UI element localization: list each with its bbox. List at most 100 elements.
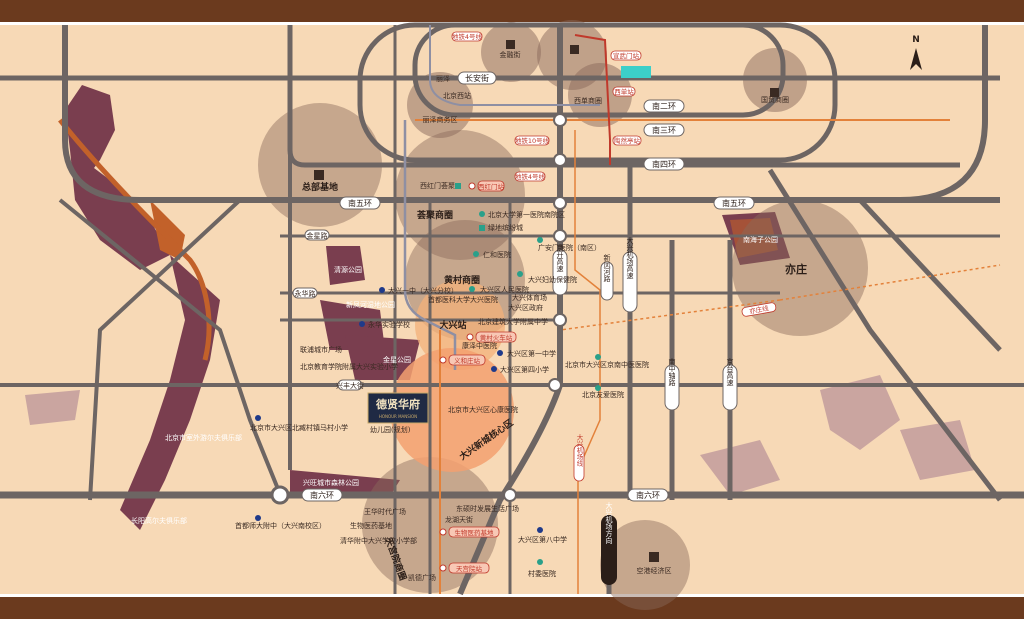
- metro-tag-line10: 地铁10号线: [514, 135, 550, 146]
- ring-r4-label: 南四环: [652, 159, 676, 169]
- zone-east-2: [820, 375, 900, 450]
- metro-xihongmen-label: 西红门站: [478, 182, 505, 191]
- metro-taoranting-label: 陶然亭站: [614, 136, 641, 145]
- project-name: 德贤华府: [375, 397, 420, 411]
- junction-2: [553, 153, 567, 167]
- metro-tag-line4-mid: 地铁4号线: [514, 171, 546, 182]
- road-tag-jingkai: 京开高速: [552, 243, 568, 296]
- poi-cunwei: 村委医院: [528, 569, 556, 578]
- poi-yongle: 永华实验学校: [368, 320, 410, 329]
- building-icon-zongbu: [314, 170, 324, 180]
- ring-r3-label: 南三环: [652, 125, 676, 135]
- circle-konggang: [600, 520, 690, 610]
- metro-shengwu-label: 生物医药基地: [455, 528, 495, 537]
- metro-station-yiheyuan: 义和庄站: [439, 354, 486, 366]
- metro-yiheyuan-label: 义和庄站: [454, 356, 481, 365]
- zone-west-1: [25, 390, 80, 425]
- road-daxing-jichang-label: 大兴机场高速: [626, 236, 634, 280]
- school-icon: [491, 366, 497, 372]
- top-frame-bar: [0, 0, 1024, 22]
- building-icon-jinrongjie: [506, 40, 515, 49]
- area-lizhe-label: 丽泽商务区: [423, 115, 458, 124]
- school-icon: [379, 287, 385, 293]
- poi-shengwu-yl: 生物医药基地: [350, 521, 392, 530]
- road-tag-jinxing: 金星路: [304, 229, 330, 241]
- metro-xuanwumen-label: 宣武门站: [613, 51, 640, 60]
- metro-line4-mid-label: 地铁4号线: [515, 172, 546, 181]
- road-tag-daxing-jichang: 大兴机场高速: [622, 236, 638, 313]
- ring-tag-r5-e: 南五环: [713, 196, 755, 210]
- metro-station-shengwu: 生物医药基地: [439, 526, 500, 538]
- hospital-icon: [537, 559, 543, 565]
- ring-r2-label: 南二环: [652, 101, 676, 111]
- metro-station-huangcun-huoche: 黄村火车站: [466, 331, 517, 343]
- poi-qinghua: 清华附中大兴学校小学部: [340, 536, 417, 545]
- metro-station-xuanwumen: 宣武门站: [610, 50, 642, 61]
- school-icon: [255, 515, 261, 521]
- ring-r6e-label: 南六环: [636, 490, 660, 500]
- road-tag-yongshi: 永华路: [292, 287, 318, 299]
- mall-icon: [479, 225, 485, 231]
- poi-wanghua: 王华时代广场: [364, 507, 406, 516]
- project-sub: HONOUR MANSION: [379, 414, 417, 419]
- poi-dx-8: 大兴区第八中学: [518, 535, 567, 544]
- road-yongshi-label: 永华路: [295, 289, 316, 298]
- poi-shoushi: 首都师大附中（大兴南校区）: [235, 521, 326, 530]
- road-east-diagonal-2: [858, 198, 1002, 352]
- junction-4: [553, 229, 567, 243]
- hospital-icon: [479, 211, 485, 217]
- ring-r6w-label: 南六环: [310, 490, 334, 500]
- junction-5: [553, 313, 567, 327]
- landmark-icon-tiananmen: [621, 66, 651, 78]
- ring-tag-r6-w: 南六环: [301, 488, 343, 502]
- project-marker[interactable]: 德贤华府 HONOUR MANSION: [367, 392, 429, 424]
- school-icon: [497, 350, 503, 356]
- poi-xihongmen-yizhi: 西红门荟聚: [420, 181, 455, 190]
- mall-icon: [455, 183, 461, 189]
- poi-yixiaohe: 大兴一中（大兴分校）: [388, 286, 458, 295]
- road-jingxing-label: 兴丰大街: [336, 381, 364, 390]
- poi-tiyu: 大兴体育场: [512, 293, 547, 302]
- park-nanhaizi-inner: [730, 218, 778, 258]
- metro-daxing-label: 大兴站: [439, 319, 466, 331]
- park-west-south: [120, 255, 220, 530]
- poi-changyang: 长阳高尔夫俱乐部: [131, 516, 187, 525]
- metro-tag-line4-top: 地铁4号线: [451, 31, 483, 42]
- area-xidan-label: 西单商圈: [574, 96, 602, 105]
- road-tag-airport-direction: 大兴机场方向: [601, 501, 617, 585]
- road-xinhua-label: 新凤河路: [603, 253, 611, 283]
- building-icon-xidan: [570, 45, 579, 54]
- poi-renmin: 大兴区人民医院: [480, 285, 529, 294]
- area-yizhuang-label: 亦庄: [785, 262, 807, 276]
- circle-jinrongjie: [481, 22, 541, 82]
- metro-line10-label: 地铁10号线: [515, 136, 550, 145]
- metro-huangcun-huoche-label: 黄村火车站: [480, 333, 513, 342]
- poi-xiao-4: 大兴区第四小学: [500, 365, 549, 374]
- road-airport-direction-label: 大兴机场方向: [605, 501, 613, 544]
- hospital-icon: [537, 237, 543, 243]
- area-jinrongjie-label: 金融街: [500, 50, 521, 59]
- poi-guangan: 广安门医院（南区）: [538, 243, 601, 252]
- poi-icons: [255, 183, 601, 565]
- metro-tag-yizhuang-line: 亦庄线: [741, 302, 777, 317]
- metro-daxing-jichang-line-label: 大兴机场线: [575, 432, 583, 466]
- zone-east-1: [700, 440, 780, 495]
- hospital-icon: [517, 271, 523, 277]
- road-tag-jingxing: 兴丰大街: [336, 379, 364, 391]
- metro-tiangongyuan-label: 天宫院站: [456, 564, 483, 573]
- hospital-icon: [469, 286, 475, 292]
- junction-1: [553, 113, 567, 127]
- hospital-icon: [595, 385, 601, 391]
- metro-line-4-mid: [403, 120, 457, 370]
- poi-xinfeng: 新凤河湿地公园: [346, 300, 395, 309]
- school-icon: [537, 527, 543, 533]
- area-guomao-label: 国贸商圈: [761, 95, 789, 104]
- circle-hexin: [390, 348, 514, 472]
- area-zongbu-label: 总部基地: [302, 181, 338, 193]
- ring-r5e-label: 南五环: [722, 198, 746, 208]
- poi-renhe: 仁和医院: [483, 250, 511, 259]
- ring-tag-r6-e: 南六环: [627, 488, 669, 502]
- building-icon-konggang: [649, 552, 659, 562]
